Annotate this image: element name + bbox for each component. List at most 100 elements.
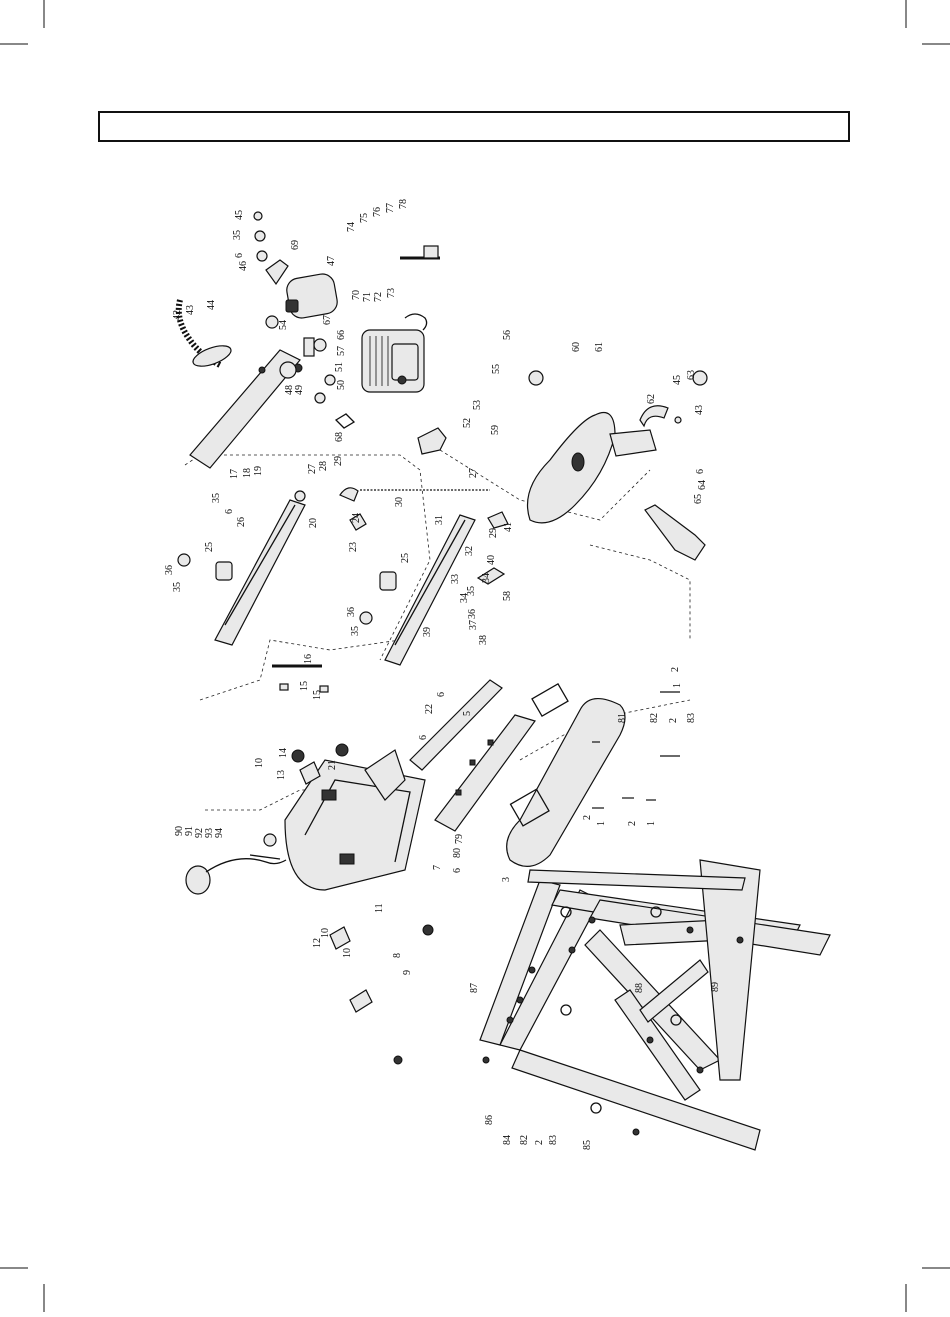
lamp-cord <box>185 854 287 895</box>
part-label: 35 <box>232 230 243 240</box>
part-label: 90 <box>174 826 185 836</box>
part-label: 11 <box>374 903 385 913</box>
part-label: 35 <box>466 586 477 596</box>
part-label: 18 <box>242 468 253 478</box>
part-label: 72 <box>373 292 384 302</box>
part-label: 25 <box>400 553 411 563</box>
part-label: 35 <box>172 582 183 592</box>
part-label: 91 <box>184 826 195 836</box>
part-label: 19 <box>253 466 264 476</box>
part-label: 86 <box>484 1115 495 1125</box>
part-label: 13 <box>276 770 287 780</box>
part-label: 6 <box>695 469 706 474</box>
upper-arm <box>177 490 306 646</box>
part-label: 68 <box>334 432 345 442</box>
part-label: 73 <box>386 288 397 298</box>
stand-frame <box>479 859 831 1151</box>
part-label: 57 <box>336 346 347 356</box>
header-box <box>98 111 850 142</box>
part-label: 89 <box>710 982 721 992</box>
part-label: 38 <box>478 635 489 645</box>
part-label: 46 <box>238 261 249 271</box>
link-rods <box>272 664 329 693</box>
part-label: 6 <box>452 868 463 873</box>
part-label: 34 <box>481 573 492 583</box>
part-label: 5 <box>462 711 473 716</box>
part-label: 2 <box>670 667 681 672</box>
part-label: 76 <box>372 207 383 217</box>
part-label: 51 <box>334 362 345 372</box>
part-label: 58 <box>502 591 513 601</box>
part-label: 77 <box>385 203 396 213</box>
blade-guard <box>417 427 447 455</box>
part-label: 32 <box>464 546 475 556</box>
part-label: 67 <box>322 315 333 325</box>
part-label: 7 <box>432 865 443 870</box>
part-label: 3 <box>501 877 512 882</box>
part-label: 50 <box>336 380 347 390</box>
switch-box <box>285 273 338 319</box>
part-label: 48 <box>284 385 295 395</box>
part-label: 1 <box>672 683 683 688</box>
part-label: 56 <box>502 330 513 340</box>
part-label: 83 <box>548 1135 559 1145</box>
saw-table <box>526 411 657 524</box>
part-label: 6 <box>418 735 429 740</box>
part-label: 2 <box>582 815 593 820</box>
part-label: 9 <box>402 970 413 975</box>
part-label: 80 <box>452 848 463 858</box>
lower-arm <box>339 487 509 666</box>
part-label: 6 <box>436 692 447 697</box>
part-label: 14 <box>278 748 289 758</box>
part-label: 2 <box>534 1140 545 1145</box>
part-label: 44 <box>206 300 217 310</box>
part-label: 37 <box>468 620 479 630</box>
part-label: 26 <box>236 517 247 527</box>
base-plate <box>506 682 626 867</box>
part-label: 22 <box>424 704 435 714</box>
part-label: 29 <box>488 528 499 538</box>
part-label: 61 <box>594 342 605 352</box>
part-label: 93 <box>204 828 215 838</box>
part-label: 6 <box>224 509 235 514</box>
part-label: 36 <box>467 609 478 619</box>
flex-lamp <box>175 299 232 368</box>
part-label: 29 <box>333 456 344 466</box>
part-label: 27 <box>468 468 479 478</box>
part-label: 1 <box>646 821 657 826</box>
part-label: 82 <box>519 1135 530 1145</box>
part-label: 25 <box>204 542 215 552</box>
part-label: 12 <box>312 938 323 948</box>
part-label: 17 <box>229 469 240 479</box>
part-label: 21 <box>327 760 338 770</box>
part-label: 69 <box>290 240 301 250</box>
part-label: 36 <box>346 607 357 617</box>
part-label: 78 <box>398 199 409 209</box>
part-label: 84 <box>502 1135 513 1145</box>
part-label: 79 <box>454 834 465 844</box>
part-label: 1 <box>596 821 607 826</box>
shaft-parts <box>253 211 440 429</box>
part-label: 45 <box>234 210 245 220</box>
part-label: 16 <box>303 654 314 664</box>
part-label: 87 <box>469 983 480 993</box>
part-label: 83 <box>686 713 697 723</box>
part-label: 31 <box>434 515 445 525</box>
part-label: 23 <box>348 542 359 552</box>
part-label: 70 <box>351 290 362 300</box>
part-label: 64 <box>697 480 708 490</box>
part-label: 74 <box>346 222 357 232</box>
part-label: 53 <box>472 400 483 410</box>
part-label: 15 <box>299 681 310 691</box>
part-label: 15 <box>312 690 323 700</box>
part-label: 2 <box>627 821 638 826</box>
motor-cable <box>404 313 428 331</box>
part-label: 10 <box>320 928 331 938</box>
part-label: 63 <box>686 370 697 380</box>
part-label: 81 <box>617 713 628 723</box>
part-label: 62 <box>646 394 657 404</box>
part-label: 85 <box>582 1140 593 1150</box>
part-label: 66 <box>336 330 347 340</box>
part-label: 75 <box>359 213 370 223</box>
